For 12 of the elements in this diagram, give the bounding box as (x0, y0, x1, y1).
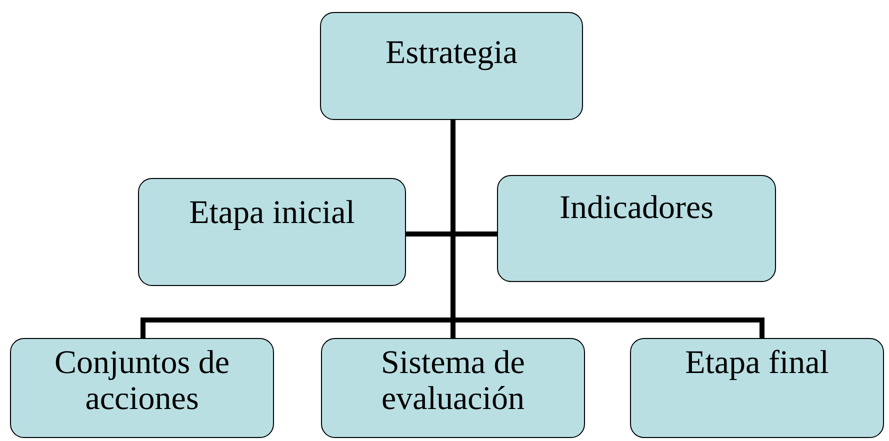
box-label: Sistema de evaluación (380, 345, 526, 417)
process-box (321, 338, 585, 438)
process-box (138, 178, 406, 286)
box-label: Etapa final (685, 345, 829, 381)
process-box (10, 338, 274, 438)
process-box (497, 175, 776, 282)
process-box (630, 338, 884, 438)
box-label: Estrategia (386, 35, 518, 71)
box-label: Indicadores (560, 190, 714, 226)
box-label: Etapa inicial (189, 195, 355, 231)
box-label: Conjuntos de acciones (53, 345, 231, 417)
process-box (320, 12, 583, 120)
